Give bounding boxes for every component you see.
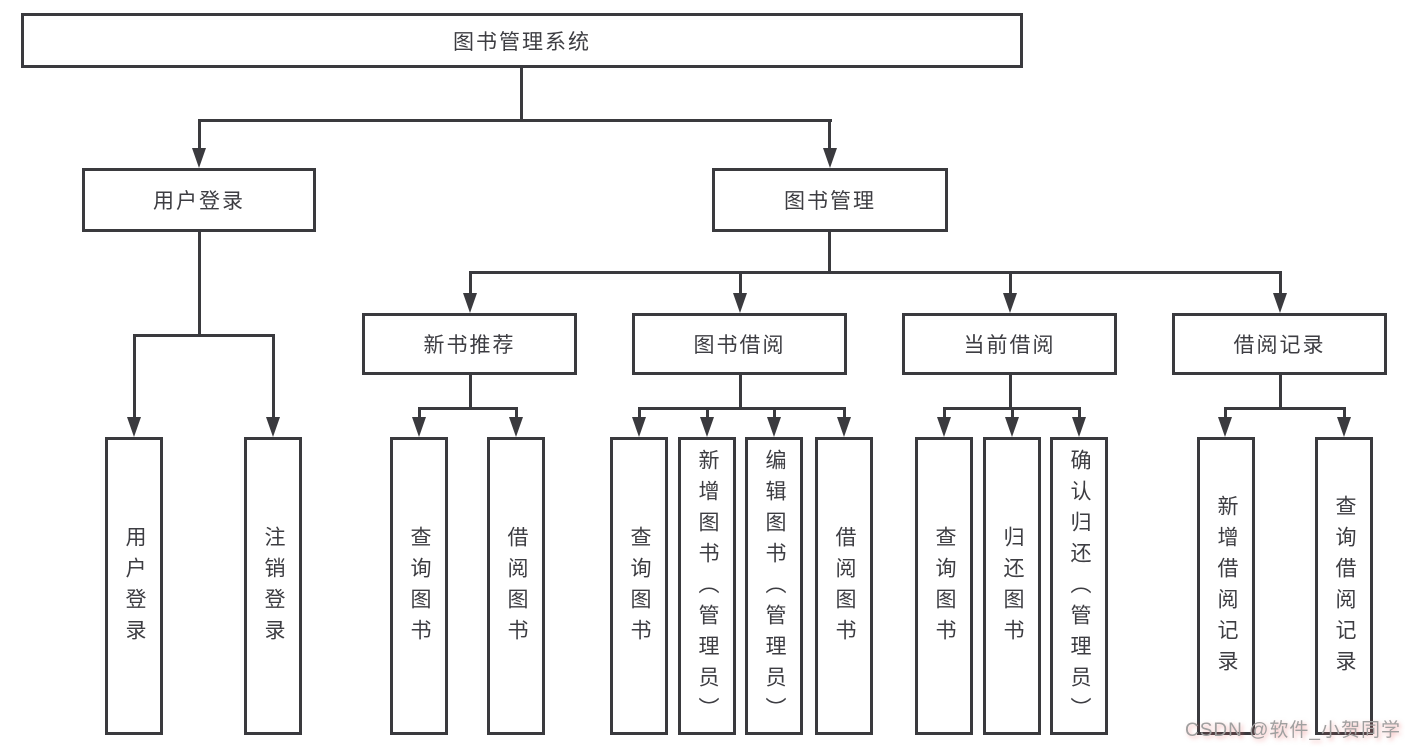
connector-leaf <box>1078 407 1081 421</box>
connector-to-leaf-logout <box>272 334 275 418</box>
node-user-login-label: 用户登录 <box>153 190 245 213</box>
leaf-bb-edit-book-admin: 编辑图书（管理员） <box>745 437 803 735</box>
arrow-down-icon <box>1337 417 1351 437</box>
connector-book-borrowing-stem <box>739 373 742 409</box>
connector-level3-branch <box>469 271 1281 274</box>
node-new-book-recommendation: 新书推荐 <box>362 313 577 375</box>
connector-to-current-borrowing <box>1009 271 1012 295</box>
arrow-down-icon <box>700 417 714 437</box>
connector-leaf <box>1224 407 1227 421</box>
connector-to-new-book <box>469 271 472 295</box>
leaf-cb-query-books: 查询图书 <box>915 437 973 735</box>
connector-to-borrowing-records <box>1279 271 1282 295</box>
connector-new-book-branch <box>418 407 518 410</box>
connector-root-stem <box>520 66 523 120</box>
connector-to-book-borrowing <box>739 271 742 295</box>
connector-new-book-stem <box>469 373 472 409</box>
connector-leaf <box>706 407 709 421</box>
node-current-borrowing: 当前借阅 <box>902 313 1117 375</box>
arrow-down-icon <box>266 417 280 437</box>
connector-borrowing-records-branch <box>1224 407 1346 410</box>
connector-leaf <box>773 407 776 421</box>
node-user-login: 用户登录 <box>82 168 316 232</box>
connector-current-borrowing-stem <box>1009 373 1012 409</box>
leaf-br-add-record: 新增借阅记录 <box>1197 437 1255 735</box>
arrow-down-icon <box>412 417 426 437</box>
node-new-book-recommendation-label: 新书推荐 <box>423 334 516 357</box>
node-borrowing-records: 借阅记录 <box>1172 313 1387 375</box>
connector-borrowing-records-stem <box>1279 373 1282 409</box>
leaf-logout: 注销登录 <box>244 437 302 735</box>
connector-leaf <box>638 407 641 421</box>
arrow-down-icon <box>192 148 206 168</box>
connector-to-book-management <box>828 119 831 149</box>
connector-user-login-stem <box>198 230 201 336</box>
leaf-cb-confirm-return-admin: 确认归还（管理员） <box>1050 437 1108 735</box>
arrow-down-icon <box>1218 417 1232 437</box>
leaf-nbr-query-books: 查询图书 <box>390 437 448 735</box>
arrow-down-icon <box>837 417 851 437</box>
leaf-cb-return-books: 归还图书 <box>983 437 1041 735</box>
connector-user-login-branch <box>133 334 274 337</box>
csdn-watermark: CSDN @软件_小贺同学 <box>1185 720 1401 741</box>
connector-book-borrowing-branch <box>638 407 846 410</box>
connector-root-branch <box>198 119 832 122</box>
arrow-down-icon <box>823 148 837 168</box>
leaf-br-query-record: 查询借阅记录 <box>1315 437 1373 735</box>
connector-to-leaf-user-login <box>133 334 136 418</box>
arrow-down-icon <box>127 417 141 437</box>
leaf-bb-add-book-admin: 新增图书（管理员） <box>678 437 736 735</box>
connector-leaf <box>418 407 421 421</box>
arrow-down-icon <box>463 293 477 313</box>
node-book-management: 图书管理 <box>712 168 948 232</box>
connector-leaf <box>943 407 946 421</box>
connector-leaf <box>1343 407 1346 421</box>
connector-book-management-stem <box>828 230 831 274</box>
connector-leaf <box>515 407 518 421</box>
connector-leaf <box>1011 407 1014 421</box>
arrow-down-icon <box>509 417 523 437</box>
connector-leaf <box>843 407 846 421</box>
arrow-down-icon <box>733 293 747 313</box>
node-borrowing-records-label: 借阅记录 <box>1233 334 1326 357</box>
connector-to-user-login <box>198 119 201 149</box>
arrow-down-icon <box>937 417 951 437</box>
leaf-user-login: 用户登录 <box>105 437 163 735</box>
leaf-bb-query-books: 查询图书 <box>610 437 668 735</box>
arrow-down-icon <box>1273 293 1287 313</box>
arrow-down-icon <box>1072 417 1086 437</box>
leaf-nbr-borrow-books: 借阅图书 <box>487 437 545 735</box>
node-book-management-label: 图书管理 <box>784 190 876 213</box>
arrow-down-icon <box>1005 417 1019 437</box>
node-root-label: 图书管理系统 <box>453 30 591 54</box>
node-book-borrowing: 图书借阅 <box>632 313 847 375</box>
arrow-down-icon <box>632 417 646 437</box>
node-root: 图书管理系统 <box>21 13 1023 68</box>
arrow-down-icon <box>1003 293 1017 313</box>
node-current-borrowing-label: 当前借阅 <box>963 334 1056 357</box>
leaf-bb-borrow-books: 借阅图书 <box>815 437 873 735</box>
node-book-borrowing-label: 图书借阅 <box>693 334 786 357</box>
arrow-down-icon <box>767 417 781 437</box>
